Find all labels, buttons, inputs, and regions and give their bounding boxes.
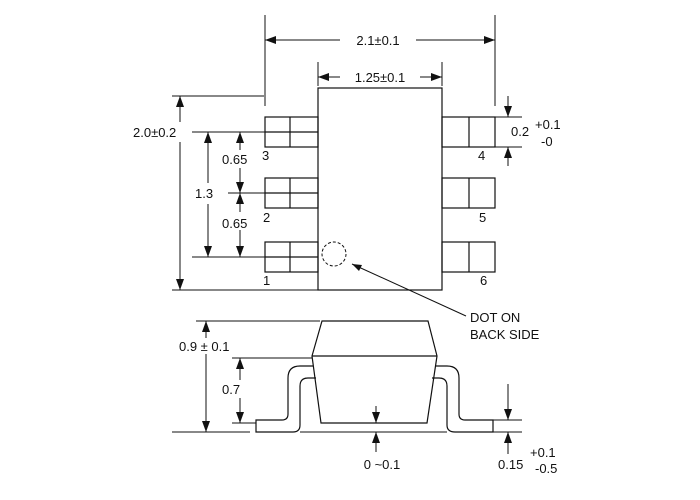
dim-lead-width-label: 0.2 [511, 124, 529, 139]
dot-leader-line [351, 263, 467, 317]
dim-body-height-label: 0.7 [222, 382, 240, 397]
dim-lead-width: 0.2 +0.1 -0 [495, 96, 561, 166]
dim-overall-height: 2.0±0.2 [133, 95, 318, 291]
lead-pin-3 [264, 116, 319, 148]
dim-lead-width-tol-minus: -0 [541, 134, 553, 149]
dim-standoff: 0 ~0.1 [364, 406, 401, 472]
dim-pitch-lower-label: 0.65 [222, 216, 247, 231]
lead-pin-4 [441, 116, 496, 148]
dim-lead-thickness-label: 0.15 [498, 457, 523, 472]
top-view: 3 2 1 4 5 6 DOT ON BACK SIDE 2.1±0.1 [133, 15, 561, 342]
dim-total-height: 0.9 ± 0.1 [179, 320, 320, 432]
lead-left-side [255, 365, 316, 433]
lead-pin-6 [441, 241, 496, 273]
lead-pin-1 [264, 241, 319, 273]
lead-right-side [432, 365, 494, 433]
dim-body-height: 0.7 [222, 357, 312, 424]
package-body-top [317, 87, 443, 291]
dim-pitch-upper-label: 0.65 [222, 152, 247, 167]
pin-label-1: 1 [263, 273, 270, 288]
dim-pitch-lower: 0.65 [222, 193, 247, 257]
dim-pin-span-label: 1.3 [195, 186, 213, 201]
lead-pin-5 [441, 177, 496, 209]
pin1-dot-marker [321, 241, 347, 267]
pin-label-6: 6 [480, 273, 487, 288]
dim-pitch-upper: 0.65 [222, 132, 247, 193]
dim-body-width: 1.25±0.1 [317, 62, 443, 86]
dim-lead-width-tol-plus: +0.1 [535, 117, 561, 132]
dim-lead-thickness: 0.15 +0.1 -0.5 [493, 384, 557, 476]
pin-label-2: 2 [263, 210, 270, 225]
pin-label-3: 3 [262, 148, 269, 163]
dim-lead-thickness-tol-plus: +0.1 [530, 445, 556, 460]
dim-body-width-label: 1.25±0.1 [355, 70, 406, 85]
side-view: 0.9 ± 0.1 0.7 0 ~0.1 0 [172, 320, 557, 476]
dim-lead-thickness-tol-minus: -0.5 [535, 461, 557, 476]
dim-overall-width-label: 2.1±0.1 [356, 33, 399, 48]
dot-note-line2: BACK SIDE [470, 327, 540, 342]
dot-note-line1: DOT ON [470, 310, 520, 325]
pin-label-5: 5 [479, 210, 486, 225]
lead-pin-2 [264, 177, 319, 209]
pin-label-4: 4 [478, 148, 485, 163]
dim-standoff-label: 0 ~0.1 [364, 457, 401, 472]
dim-total-height-label: 0.9 ± 0.1 [179, 339, 230, 354]
dim-pin-span: 1.3 [195, 132, 213, 257]
dim-overall-width: 2.1±0.1 [264, 15, 496, 106]
dim-overall-height-label: 2.0±0.2 [133, 125, 176, 140]
package-body-side [311, 320, 438, 424]
